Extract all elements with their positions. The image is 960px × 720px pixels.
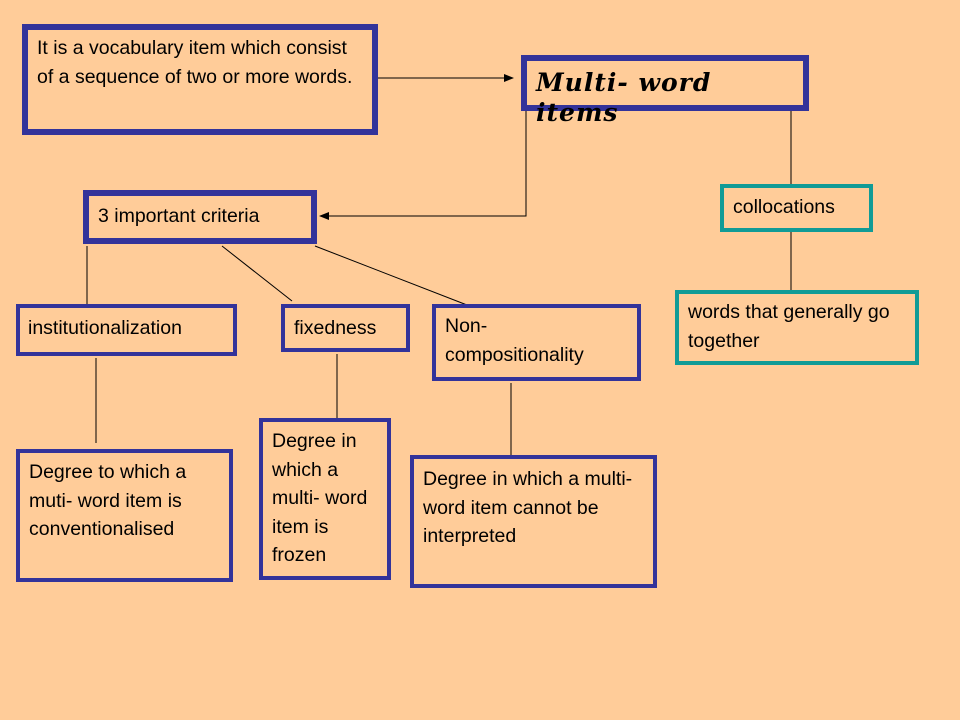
non-compositionality-box: Non- compositionality — [432, 304, 641, 381]
collocations-definition-box: words that generally go together — [675, 290, 919, 365]
line-criteria-to-fixedness — [221, 245, 293, 302]
title-box: Multi- word items — [521, 55, 809, 127]
fixedness-definition-box: Degree in which a multi- word item is fr… — [259, 418, 391, 580]
definition-box: It is a vocabulary item which consist of… — [22, 24, 378, 135]
collocations-box: collocations — [720, 184, 873, 232]
fixedness-box: fixedness — [281, 304, 410, 352]
institutionalization-definition-box: Degree to which a muti- word item is con… — [16, 449, 233, 582]
arrow-title-to-criteria — [319, 110, 527, 220]
institutionalization-box: institutionalization — [16, 304, 237, 356]
criteria-box: 3 important criteria — [83, 190, 317, 244]
line-criteria-to-non-compositionality — [314, 245, 468, 306]
non-compositionality-definition-box: Degree in which a multi-word item cannot… — [410, 455, 657, 588]
